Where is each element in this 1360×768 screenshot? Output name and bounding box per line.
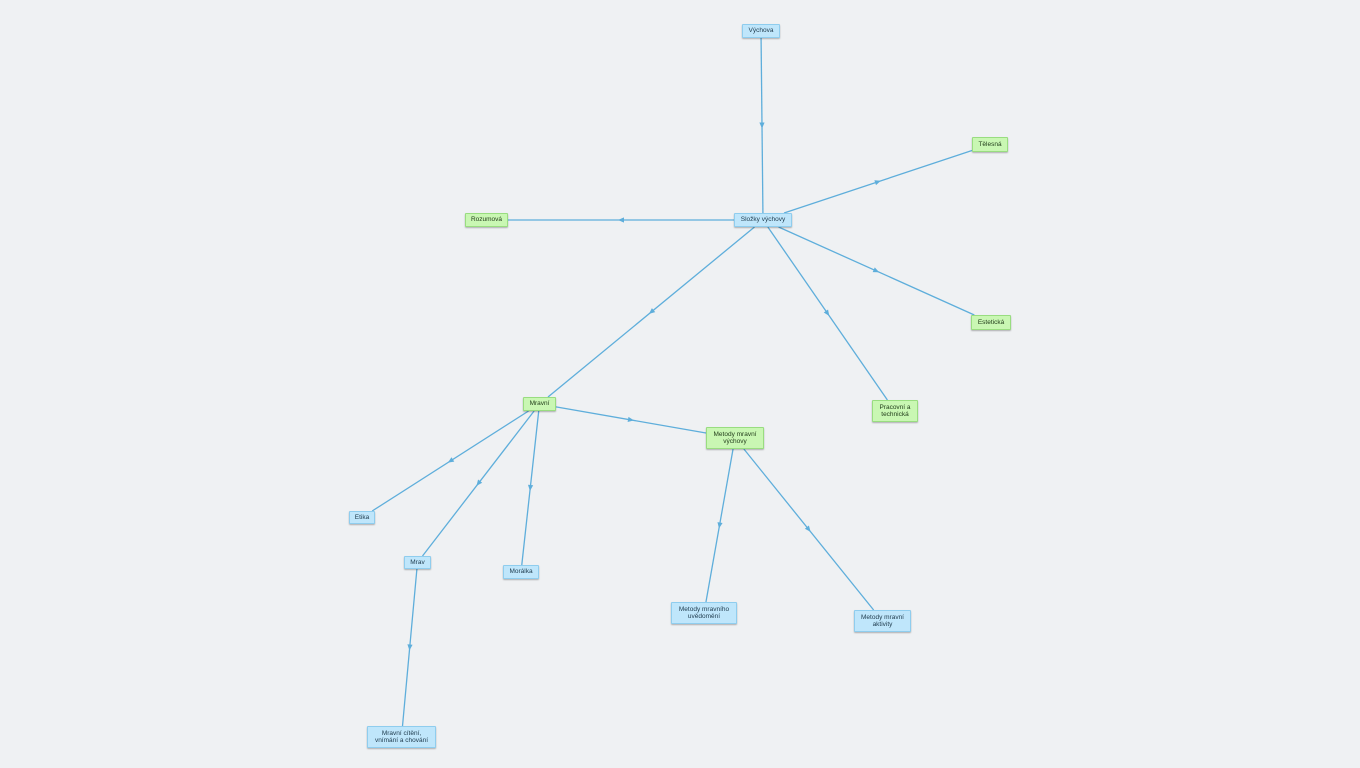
- node-metody-mravniho-uvedomeni[interactable]: Metody mravního uvědomění: [671, 602, 737, 624]
- node-vychova[interactable]: Výchova: [742, 24, 780, 38]
- arrow-slozky-esteticka: [872, 267, 880, 273]
- arrow-slozky-telesna: [874, 180, 881, 186]
- node-slozky-vychovy[interactable]: Složky výchovy: [734, 213, 792, 227]
- arrow-slozky-rozumova: [618, 217, 624, 223]
- arrow-mravni-metody: [627, 416, 634, 422]
- node-metody-mravni-vychovy[interactable]: Metody mravní výchovy: [706, 427, 764, 449]
- arrow-slozky-mravni: [648, 308, 656, 314]
- node-telesna[interactable]: Tělesná: [972, 137, 1008, 152]
- node-metody-mravni-aktivity[interactable]: Metody mravní aktivity: [854, 610, 911, 632]
- arrow-metody-uvedomeni: [717, 522, 723, 529]
- node-rozumova[interactable]: Rozumová: [465, 213, 508, 227]
- node-moralka[interactable]: Morálka: [503, 565, 539, 579]
- node-esteticka[interactable]: Estetická: [971, 315, 1011, 330]
- node-mravni[interactable]: Mravní: [523, 397, 556, 411]
- arrow-mravni-moralka: [527, 484, 534, 491]
- node-mrav[interactable]: Mrav: [404, 556, 431, 569]
- arrow-mravni-etika: [447, 457, 455, 463]
- arrow-mravni-mrav: [476, 479, 483, 486]
- node-mravni-citeni[interactable]: Mravní cítění, vnímání a chování: [367, 726, 436, 748]
- arrow-vychova-slozky: [759, 122, 765, 129]
- node-etika[interactable]: Etika: [349, 511, 375, 524]
- arrow-slozky-pracovni: [823, 309, 830, 316]
- arrow-metody-aktivity: [804, 525, 811, 532]
- arrow-mrav-citeni: [407, 644, 413, 651]
- node-pracovni-a-technicka[interactable]: Pracovní a technická: [872, 400, 918, 422]
